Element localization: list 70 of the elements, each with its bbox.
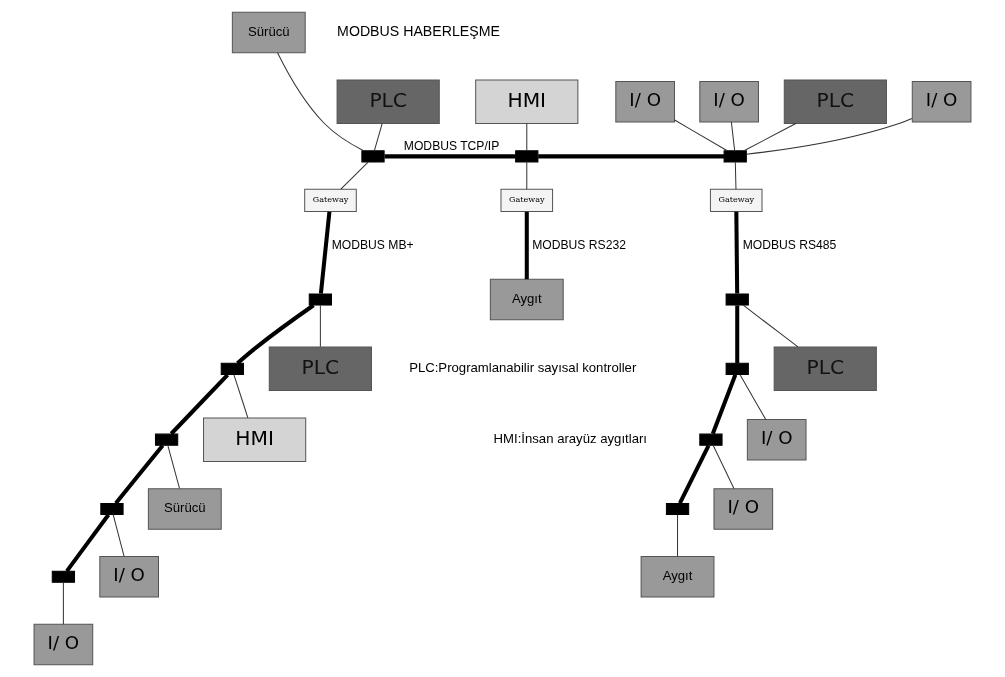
node-box bbox=[665, 502, 690, 516]
label: MODBUS HABERLEŞME bbox=[337, 23, 500, 40]
connector bbox=[526, 161, 528, 190]
connector bbox=[524, 211, 529, 280]
node-box: Sürücü bbox=[147, 488, 222, 530]
node-box: Gateway bbox=[304, 188, 357, 213]
node-box bbox=[100, 502, 124, 516]
node-box: PLC bbox=[336, 79, 440, 124]
connector bbox=[167, 445, 181, 489]
node-box: Aygıt bbox=[640, 556, 715, 598]
edge-label: MODBUS MB+ bbox=[331, 237, 414, 252]
connector bbox=[169, 373, 230, 436]
node-box: I/ O bbox=[699, 81, 759, 123]
connector bbox=[742, 304, 799, 348]
node-box: Sürücü bbox=[231, 11, 306, 54]
node-box bbox=[361, 150, 385, 163]
connector bbox=[735, 305, 740, 364]
connector bbox=[538, 154, 725, 159]
node-box bbox=[699, 433, 723, 446]
connector bbox=[65, 513, 111, 573]
connector bbox=[373, 123, 383, 152]
connector bbox=[734, 161, 737, 190]
connector bbox=[112, 514, 125, 557]
connector bbox=[743, 123, 797, 152]
node-box bbox=[723, 150, 747, 163]
connector bbox=[340, 161, 369, 190]
connector bbox=[526, 123, 528, 152]
connector bbox=[712, 445, 735, 489]
connector bbox=[318, 211, 332, 294]
connector bbox=[739, 374, 767, 420]
connector bbox=[730, 121, 736, 152]
label: PLC:Programlanabilir sayısal kontroller bbox=[409, 360, 637, 376]
connector bbox=[674, 119, 728, 152]
node-box: PLC bbox=[268, 346, 372, 392]
node-box: Aygıt bbox=[489, 278, 564, 321]
node-box: I/ O bbox=[33, 623, 94, 666]
node-box: Gateway bbox=[500, 188, 554, 213]
node-box: I/ O bbox=[713, 488, 774, 530]
connector bbox=[734, 211, 740, 294]
connector bbox=[678, 444, 711, 505]
node-box bbox=[220, 362, 244, 375]
node-box bbox=[515, 150, 539, 163]
connector bbox=[236, 303, 315, 365]
node-box bbox=[308, 293, 332, 306]
connector bbox=[677, 514, 679, 557]
node-box: I/ O bbox=[99, 556, 159, 598]
node-box: HMI bbox=[203, 417, 307, 462]
node-box: HMI bbox=[475, 79, 579, 124]
edge-label: MODBUS RS485 bbox=[742, 237, 837, 252]
label: HMI:İnsan arayüz aygıtları bbox=[493, 431, 647, 447]
connector bbox=[114, 444, 165, 505]
node-box: Gateway bbox=[709, 188, 763, 213]
node-box bbox=[725, 362, 749, 375]
node-box: I/ O bbox=[911, 81, 972, 123]
node-box bbox=[725, 293, 749, 306]
edge-label: MODBUS TCP/IP bbox=[403, 138, 500, 153]
node-box: PLC bbox=[773, 346, 877, 392]
node-box bbox=[154, 433, 179, 446]
connector bbox=[710, 374, 738, 435]
node-box: I/ O bbox=[615, 81, 675, 123]
connector bbox=[384, 154, 516, 159]
edge-label: MODBUS RS232 bbox=[532, 237, 626, 252]
connector bbox=[746, 118, 913, 155]
connector bbox=[319, 304, 321, 348]
connector bbox=[62, 582, 64, 625]
node-box: I/ O bbox=[746, 418, 807, 461]
connector bbox=[233, 374, 249, 419]
node-box bbox=[51, 570, 76, 583]
node-box: PLC bbox=[783, 79, 887, 124]
connector bbox=[277, 52, 365, 152]
